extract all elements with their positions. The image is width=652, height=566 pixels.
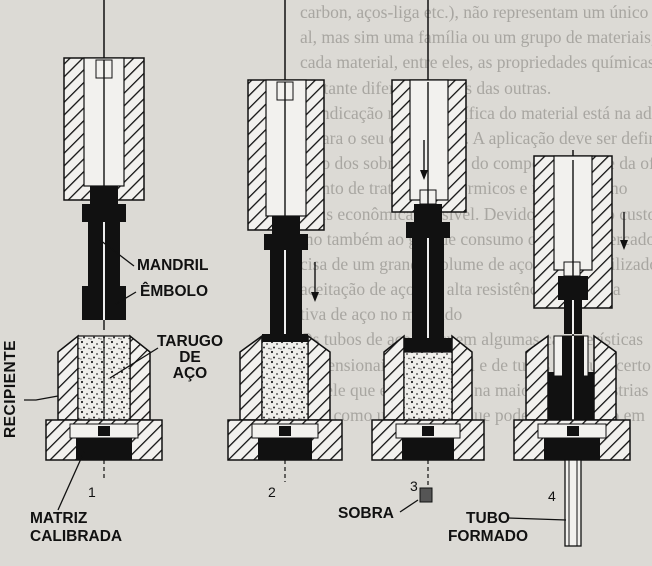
- matriz-leader: [57, 451, 85, 511]
- tubo-line-1: TUBO: [466, 510, 510, 527]
- tarugo-label: TARUGO DE AÇO: [150, 334, 230, 382]
- leader-lines: [24, 239, 567, 521]
- stage-1: [45, 0, 163, 478]
- stage-2: [227, 0, 343, 482]
- matriz-label: MATRIZ CALIBRADA: [30, 510, 122, 546]
- tarugo-line-3: AÇO: [172, 365, 208, 382]
- embolo-label: ÊMBOLO: [140, 283, 209, 300]
- step-number-2: 2: [268, 484, 276, 500]
- background-text-line: o para o seu devido fim. A aplicação dev…: [300, 127, 652, 148]
- background-text-line: A indicação mais específica do material …: [300, 102, 652, 123]
- tubo-leader: [507, 517, 567, 521]
- step-number-1: 1: [88, 484, 96, 500]
- recipiente-label: RECIPIENTE: [2, 340, 19, 439]
- stage-3: [371, 0, 485, 503]
- tarugo-leader: [109, 347, 159, 379]
- tubo-line-2: FORMADO: [447, 528, 529, 545]
- tarugo-line-1: TARUGO: [156, 333, 223, 350]
- background-text-line: carbon, aços-liga etc.), não representam…: [300, 2, 652, 22]
- mandril-label: MANDRIL: [137, 257, 209, 274]
- mandril-leader: [99, 239, 135, 267]
- matriz-line-2: CALIBRADA: [30, 528, 123, 545]
- stage-4: [513, 150, 631, 547]
- step-number-3: 3: [410, 478, 418, 494]
- tarugo-line-2: DE: [179, 349, 201, 366]
- step-number-4: 4: [548, 488, 556, 504]
- recipiente-leader: [24, 395, 59, 401]
- sobra-label: SOBRA: [338, 505, 394, 522]
- tubo-formado-label: TUBO FORMADO: [436, 510, 540, 546]
- background-text-line: cada material, entre eles, as propriedad…: [300, 52, 652, 73]
- sobra-leader: [399, 499, 419, 513]
- embolo-leader: [115, 291, 137, 305]
- matriz-line-1: MATRIZ: [30, 510, 88, 527]
- background-text-line: al, mas sim uma família ou um grupo de m…: [300, 27, 652, 48]
